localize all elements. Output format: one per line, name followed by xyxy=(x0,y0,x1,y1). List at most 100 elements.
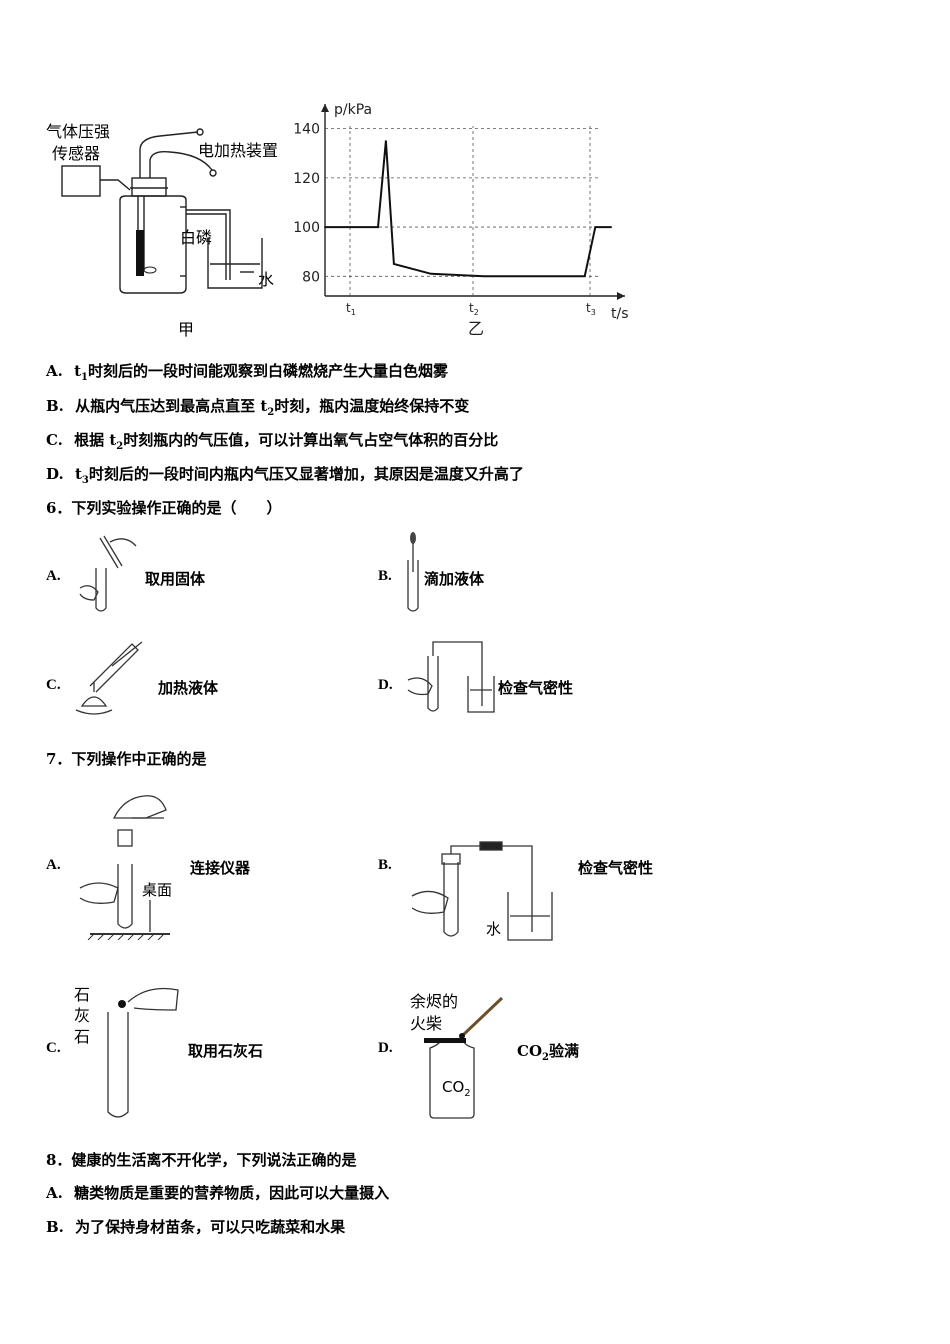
q7-c-fig-label: 石灰石 xyxy=(74,985,91,1046)
heater-wire-2 xyxy=(149,150,213,178)
option-letter: B. xyxy=(46,1218,64,1236)
label-pre: CO xyxy=(517,1042,543,1060)
q7-c-letter: C. xyxy=(46,1040,61,1056)
q6-b-label: 滴加液体 xyxy=(424,570,485,588)
q6-c-label: 加热液体 xyxy=(158,679,219,697)
q7-b-fig-label: 水 xyxy=(486,920,502,938)
q7-a-label: 连接仪器 xyxy=(190,859,251,877)
q6-c-letter: C. xyxy=(46,677,61,693)
q7-d-bottle-label: CO2 xyxy=(442,1078,471,1099)
option-text: 为了保持身材苗条，可以只吃蔬菜和水果 xyxy=(75,1218,346,1236)
pressure-chart: 80 100 120 140 t1 t2 t3 p/kPa t/s 乙 xyxy=(290,96,640,342)
y-axis-arrow xyxy=(321,104,329,112)
q5-option-a: A. t1时刻后的一段时间能观察到白磷燃烧产生大量白色烟雾 xyxy=(46,360,448,383)
pressure-sensor-box xyxy=(61,165,101,197)
y-tick-label: 80 xyxy=(302,269,320,285)
pressure-data-point xyxy=(594,226,597,228)
chart-caption: 乙 xyxy=(468,319,484,338)
q6-d-label: 检查气密性 xyxy=(498,679,574,697)
option-letter: A. xyxy=(46,362,63,380)
q6-stem: 6．下列实验操作正确的是（ ） xyxy=(46,499,282,517)
option-letter: B. xyxy=(46,397,64,415)
pressure-data-point xyxy=(610,226,612,228)
q6-a-label: 取用固体 xyxy=(145,570,206,588)
q7-d-fig-label-2: 火柴 xyxy=(410,1014,443,1033)
label-sub: 2 xyxy=(542,1052,549,1063)
option-letter: C. xyxy=(46,431,63,449)
beaker xyxy=(207,238,263,289)
q7-d-letter: D. xyxy=(378,1040,393,1056)
q6-c-heating-icon xyxy=(75,641,143,715)
q6-a-solid-taking-icon xyxy=(79,535,137,612)
x-tick-label: t3 xyxy=(586,301,596,317)
y-tick-label: 140 xyxy=(293,122,320,138)
pressure-data-point xyxy=(377,226,379,228)
option-letter: A. xyxy=(46,1184,63,1202)
q7-d-bottle-icon xyxy=(424,996,504,1119)
q7-b-letter: B. xyxy=(378,857,392,873)
q7-b-label: 检查气密性 xyxy=(578,859,654,877)
pressure-data-point xyxy=(393,263,395,265)
option-subscript: 2 xyxy=(116,441,124,452)
option-text-post: 时刻瓶内的气压值，可以计算出氧气占空气体积的百分比 xyxy=(123,431,499,449)
q8-option-b: B. 为了保持身材苗条，可以只吃蔬菜和水果 xyxy=(46,1216,345,1237)
q7-a-fig-label: 桌面 xyxy=(142,881,173,899)
sensor-label-1: 气体压强 xyxy=(46,122,111,141)
label-post: 验满 xyxy=(548,1042,579,1060)
pressure-data-point xyxy=(483,275,485,278)
x-axis-label: t/s xyxy=(611,306,629,322)
option-text-pre: 从瓶内气压达到最高点直至 t xyxy=(75,397,268,415)
y-tick-label: 120 xyxy=(293,171,320,187)
q8-option-a: A. 糖类物质是重要的营养物质，因此可以大量摄入 xyxy=(46,1182,389,1203)
sensor-tube xyxy=(100,179,131,191)
option-text-post: 时刻，瓶内温度始终保持不变 xyxy=(274,397,470,415)
y-axis-label: p/kPa xyxy=(334,102,372,118)
x-axis-arrow xyxy=(617,292,625,300)
pressure-series-line xyxy=(325,140,612,278)
q5-option-b: B. 从瓶内气压达到最高点直至 t2时刻，瓶内温度始终保持不变 xyxy=(46,395,469,418)
flask xyxy=(119,195,187,294)
figure-caption-jia: 甲 xyxy=(178,320,195,339)
q7-b-airtightness-icon xyxy=(411,841,553,941)
phosphorus-lump xyxy=(136,230,144,276)
heater-label: 电加热装置 xyxy=(198,141,279,160)
pressure-data-point xyxy=(385,140,387,142)
option-subscript: 3 xyxy=(81,475,89,486)
option-text-post: 时刻后的一段时间能观察到白磷燃烧产生大量白色烟雾 xyxy=(88,362,449,380)
phosphorus-label: 白磷 xyxy=(180,228,213,247)
q5-option-d: D. t3时刻后的一段时间内瓶内气压又显著增加，其原因是温度又升高了 xyxy=(46,463,524,486)
option-text-pre: 根据 t xyxy=(74,431,117,449)
apparatus-drawing xyxy=(61,128,263,294)
q7-stem: 7．下列操作中正确的是 xyxy=(46,750,207,768)
y-tick-label: 100 xyxy=(293,220,320,236)
q6-b-letter: B. xyxy=(378,568,392,584)
bottle-label-sub: 2 xyxy=(464,1088,471,1099)
option-text-pre: t xyxy=(74,362,82,380)
q6-b-dropper-icon xyxy=(407,532,419,612)
q7-c-limestone-icon xyxy=(107,987,179,1118)
option-letter: D. xyxy=(46,465,64,483)
option-subscript: 1 xyxy=(81,372,89,383)
outlet-tube xyxy=(186,209,231,280)
q8-stem: 8．健康的生活离不开化学，下列说法正确的是 xyxy=(46,1151,357,1169)
x-tick-label: t2 xyxy=(469,301,479,317)
q7-c-label: 取用石灰石 xyxy=(188,1042,264,1060)
option-text: 糖类物质是重要的营养物质，因此可以大量摄入 xyxy=(74,1184,390,1202)
chart-svg: 80 100 120 140 t1 t2 t3 p/kPa t/s 乙 xyxy=(293,102,629,338)
flask-stopper xyxy=(131,177,167,197)
heater-wire-1 xyxy=(139,131,199,178)
q7-a-connect-icon xyxy=(79,795,170,940)
q7-d-fig-label-1: 余烬的 xyxy=(410,992,459,1011)
pressure-data-point xyxy=(324,226,326,228)
bottle-label-pre: CO xyxy=(442,1078,465,1096)
option-text-post: 时刻后的一段时间内瓶内气压又显著增加，其原因是温度又升高了 xyxy=(88,465,524,483)
option-text-pre: t xyxy=(74,465,82,483)
q7-a-letter: A. xyxy=(46,857,61,873)
q6-a-letter: A. xyxy=(46,568,61,584)
apparatus-figure: 气体压强 传感器 电加热装置 白磷 水 甲 xyxy=(40,110,300,340)
q6-d-airtightness-icon xyxy=(407,641,495,713)
sensor-label-2: 传感器 xyxy=(52,144,101,163)
x-tick-label: t1 xyxy=(346,301,356,317)
pressure-data-point xyxy=(583,275,586,278)
q5-option-c: C. 根据 t2时刻瓶内的气压值，可以计算出氧气占空气体积的百分比 xyxy=(46,429,498,452)
